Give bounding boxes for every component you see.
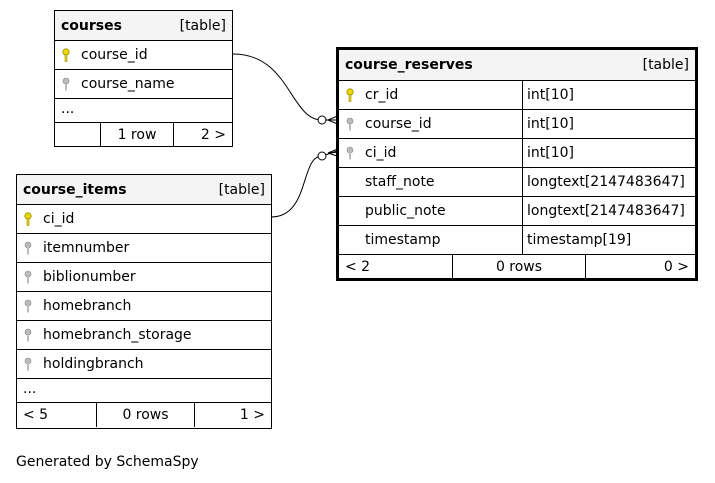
- table-kind: [table]: [179, 17, 226, 34]
- footer-parents[interactable]: < 5: [23, 407, 49, 423]
- column-name: biblionumber: [43, 269, 136, 285]
- column-row-course_name[interactable]: course_name: [55, 70, 232, 99]
- column-type: int[10]: [522, 81, 695, 109]
- column-row-staff_note[interactable]: staff_note longtext[2147483647]: [339, 168, 695, 197]
- column-row-timestamp[interactable]: timestamp timestamp[19]: [339, 226, 695, 255]
- table-courses[interactable]: courses [table] course_id course_name ..…: [54, 10, 233, 147]
- column-row-homebranch[interactable]: homebranch: [17, 292, 271, 321]
- table-kind: [table]: [218, 181, 265, 198]
- column-key-icon: [24, 299, 32, 313]
- column-name: course_name: [81, 76, 175, 92]
- column-name: staff_note: [365, 174, 435, 190]
- column-name: ci_id: [365, 145, 397, 161]
- primary-key-icon: [346, 88, 354, 102]
- column-type: int[10]: [522, 110, 695, 138]
- footer-parents[interactable]: < 2: [345, 258, 371, 275]
- column-name: public_note: [365, 203, 446, 219]
- column-type: timestamp[19]: [522, 226, 695, 254]
- column-type: longtext[2147483647]: [522, 168, 695, 196]
- relation-optional-marker: [317, 115, 327, 125]
- foreign-key-icon: [346, 117, 354, 131]
- column-name: homebranch_storage: [43, 327, 192, 343]
- column-row-biblionumber[interactable]: biblionumber: [17, 263, 271, 292]
- relation-courses-course_reserves: [232, 53, 340, 121]
- relation-course_items-course_reserves: [270, 149, 341, 218]
- column-key-icon: [62, 77, 70, 91]
- column-row-course_id[interactable]: course_id: [55, 41, 232, 70]
- column-name: course_id: [81, 47, 148, 63]
- column-row-ci_id[interactable]: ci_id int[10]: [339, 139, 695, 168]
- column-name: cr_id: [365, 87, 399, 103]
- column-row-course_id[interactable]: course_id int[10]: [339, 110, 695, 139]
- column-type: longtext[2147483647]: [522, 197, 695, 225]
- primary-key-icon: [24, 212, 32, 226]
- footer-children[interactable]: 0 >: [663, 258, 689, 275]
- generated-by-caption: Generated by SchemaSpy: [16, 454, 199, 470]
- more-columns-indicator: ...: [17, 379, 271, 403]
- foreign-key-icon: [346, 146, 354, 160]
- column-name: ci_id: [43, 211, 75, 227]
- column-key-icon: [24, 270, 32, 284]
- column-row-public_note[interactable]: public_note longtext[2147483647]: [339, 197, 695, 226]
- column-name: course_id: [365, 116, 432, 132]
- column-row-ci_id[interactable]: ci_id: [17, 205, 271, 234]
- column-row-homebranch_storage[interactable]: homebranch_storage: [17, 321, 271, 350]
- table-name[interactable]: course_items: [23, 181, 127, 198]
- footer-row-count: 0 rows: [452, 255, 586, 278]
- footer-row-count: 0 rows: [96, 403, 195, 427]
- column-row-itemnumber[interactable]: itemnumber: [17, 234, 271, 263]
- column-name: homebranch: [43, 298, 132, 314]
- table-name[interactable]: course_reserves: [345, 57, 473, 73]
- column-row-holdingbranch[interactable]: holdingbranch: [17, 350, 271, 379]
- table-course_items[interactable]: course_items [table] ci_id itemnumber bi…: [16, 174, 272, 429]
- column-key-icon: [24, 328, 32, 342]
- table-header: course_reserves [table]: [339, 50, 695, 81]
- column-row-cr_id[interactable]: cr_id int[10]: [339, 81, 695, 110]
- relation-optional-marker: [317, 151, 327, 161]
- column-name: holdingbranch: [43, 356, 144, 372]
- column-name: itemnumber: [43, 240, 130, 256]
- column-type: int[10]: [522, 139, 695, 167]
- footer-children[interactable]: 2 >: [200, 126, 226, 143]
- table-header: course_items [table]: [17, 175, 271, 205]
- column-name: timestamp: [365, 232, 441, 248]
- primary-key-icon: [62, 48, 70, 62]
- table-footer: 1 row 2 >: [55, 123, 232, 146]
- more-columns-indicator: ...: [55, 99, 232, 123]
- table-name[interactable]: courses: [61, 17, 122, 34]
- footer-parents[interactable]: [55, 123, 100, 146]
- column-key-icon: [24, 241, 32, 255]
- table-kind: [table]: [642, 57, 689, 73]
- table-footer: < 2 0 rows 0 >: [339, 255, 695, 278]
- footer-row-count: 1 row: [100, 123, 174, 146]
- column-key-icon: [24, 357, 32, 371]
- table-header: courses [table]: [55, 11, 232, 41]
- table-course_reserves[interactable]: course_reserves [table] cr_id int[10] co…: [336, 47, 698, 281]
- footer-children[interactable]: 1 >: [239, 407, 265, 423]
- table-footer: < 5 0 rows 1 >: [17, 403, 271, 427]
